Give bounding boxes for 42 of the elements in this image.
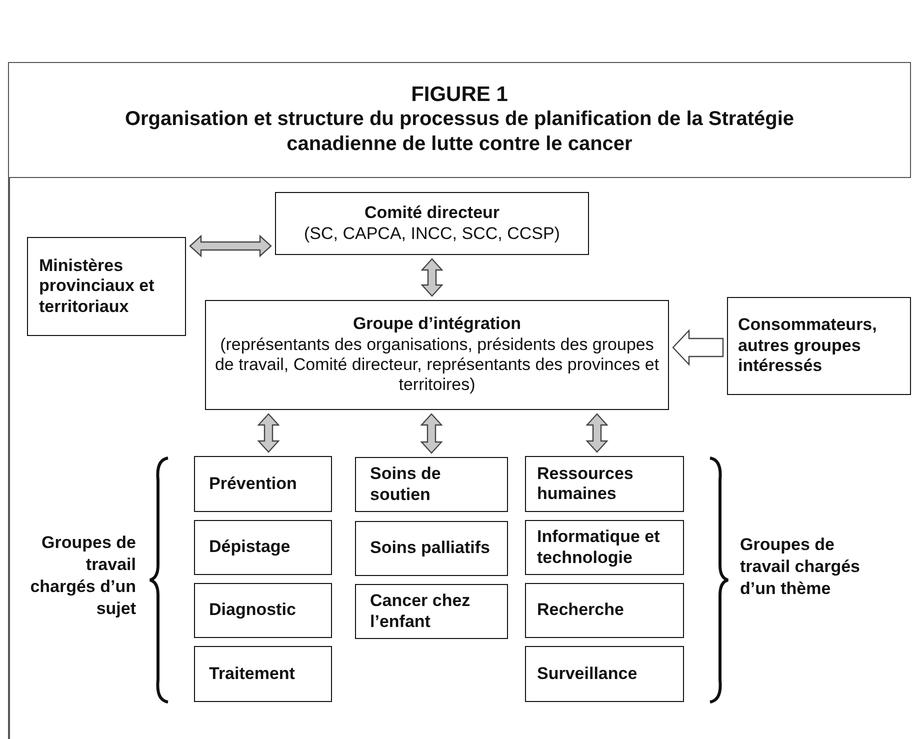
group-box <box>275 192 589 255</box>
box-heading: Groupe d’intégration <box>352 314 522 335</box>
group-label: Groupes de travail chargés d’un thème <box>740 534 860 600</box>
double-arrow <box>420 413 443 454</box>
box-heading: Diagnostic <box>209 600 296 621</box>
box-description: (SC, CAPCA, INCC, SCC, CCSP) <box>304 224 560 244</box>
box-heading: Comité directeur <box>364 203 500 224</box>
box-heading: Surveillance <box>537 664 638 684</box>
group-box <box>27 237 186 336</box>
double-arrow <box>257 413 280 453</box>
figure-subtitle: Organisation et structure du processus de planification de la Stratégie canadienne de lutte contre le cancer <box>124 107 796 157</box>
group-box <box>355 584 508 639</box>
box-heading: Recherche <box>537 600 624 621</box>
box-heading: Prévention <box>209 474 297 494</box>
box-heading: Consommateurs, autres groupes intéressés <box>738 315 878 377</box>
double-arrow <box>672 328 724 366</box>
group-box <box>525 456 684 512</box>
group-box <box>525 646 684 702</box>
box-heading: Ressources humaines <box>537 464 634 504</box>
group-box <box>194 646 332 702</box>
group-box <box>205 300 669 410</box>
group-box <box>727 297 911 395</box>
box-heading: Cancer chez l’enfant <box>370 591 472 632</box>
box-heading: Ministères provinciaux et territoriaux <box>39 256 156 318</box>
group-label: Groupes de travail chargés d’un sujet <box>29 532 136 620</box>
box-heading: Soins palliatifs <box>370 538 490 559</box>
box-heading: Soins de soutien <box>370 464 442 505</box>
box-heading: Traitement <box>209 664 295 684</box>
box-description: (représentants des organisations, présidents des groupes de travail, Comité directeur, représentants des provinces et territoires) <box>214 334 660 396</box>
group-box <box>194 456 332 512</box>
double-arrow <box>420 258 444 297</box>
box-heading: Informatique et technologie <box>537 527 661 568</box>
group-box <box>194 520 332 575</box>
group-box <box>355 457 508 512</box>
double-arrow <box>586 413 608 453</box>
group-box <box>194 583 332 638</box>
double-arrow <box>189 234 272 258</box>
group-box <box>525 583 684 638</box>
figure-title: FIGURE 1 <box>411 83 508 107</box>
box-heading: Dépistage <box>209 537 290 558</box>
group-box <box>525 520 684 575</box>
group-box <box>355 521 508 576</box>
